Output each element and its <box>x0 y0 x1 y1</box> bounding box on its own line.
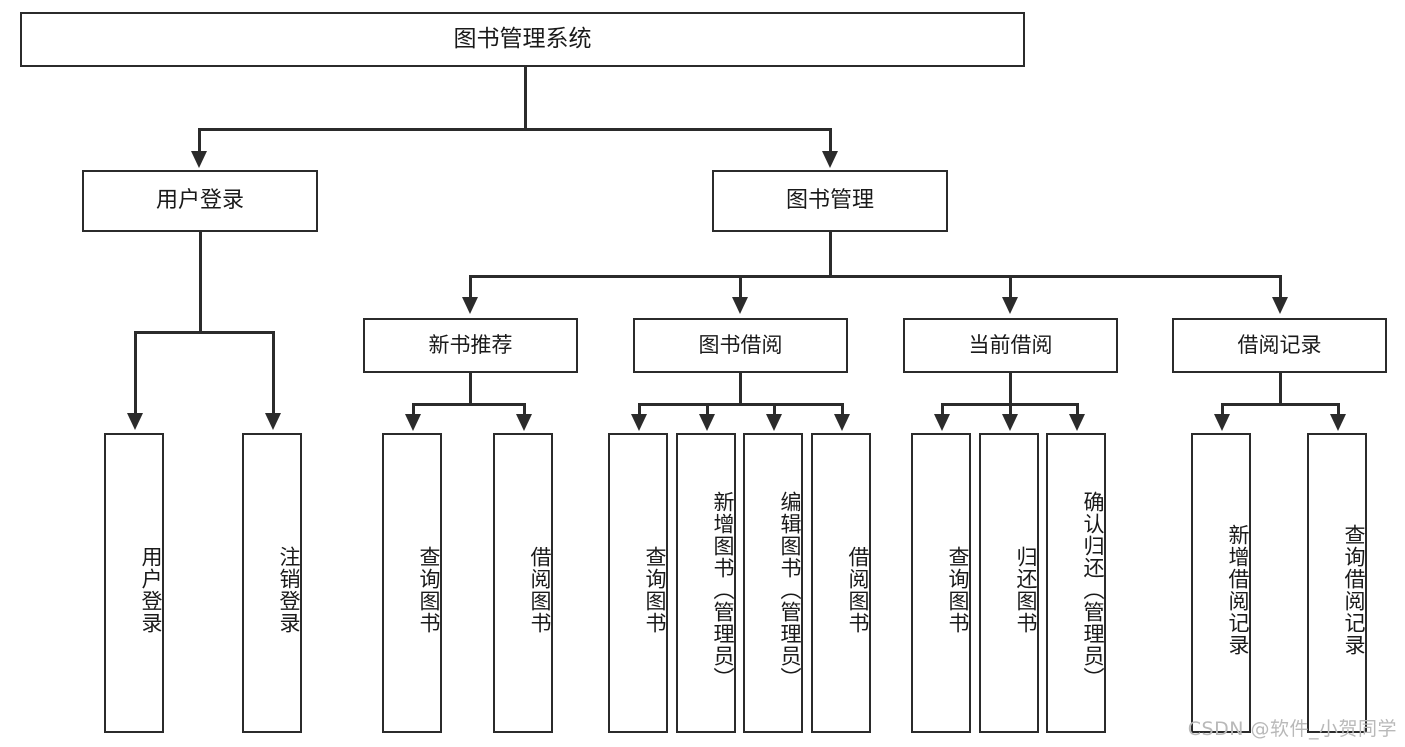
arrow-user-login-to-leaf-1 <box>127 413 143 430</box>
leaf-label: 注销登录 <box>277 546 301 634</box>
connector-bm-to-new-book <box>469 275 472 299</box>
leaf-query-book-1[interactable]: 查询图书 <box>382 433 442 733</box>
leaf-label: 借阅图书 <box>528 546 552 634</box>
connector-user-login-to-leaf-2 <box>272 331 275 415</box>
leaf-label: 归还图书 <box>1014 546 1038 634</box>
connector-bm-to-book-borrow <box>739 275 742 299</box>
node-label: 图书管理系统 <box>453 26 592 53</box>
leaf-borrow-book-2[interactable]: 借阅图书 <box>811 433 871 733</box>
connector-root-to-user-login <box>198 128 201 153</box>
connector-user-login-bus <box>134 331 275 334</box>
leaf-label: 查询借阅记录 <box>1342 524 1366 656</box>
connector-borrow-record-bus <box>1221 403 1339 406</box>
connector-book-borrow-bus <box>638 403 843 406</box>
connector-book-borrow-stem <box>739 373 742 405</box>
leaf-label: 编辑图书（管理员） <box>778 491 802 689</box>
leaf-user-login[interactable]: 用户登录 <box>104 433 164 733</box>
node-book-management[interactable]: 图书管理 <box>712 170 948 232</box>
arrow-br-to-leaf-2 <box>1330 414 1346 431</box>
connector-user-login-stem <box>199 232 202 333</box>
connector-new-book-stem <box>469 373 472 405</box>
connector-br-to-leaf-2 <box>1337 403 1340 416</box>
connector-borrow-record-stem <box>1279 373 1282 405</box>
arrow-bb-to-leaf-2 <box>699 414 715 431</box>
arrow-bb-to-leaf-3 <box>766 414 782 431</box>
connector-root-bus <box>198 128 830 131</box>
arrow-root-to-book-management <box>822 151 838 168</box>
node-label: 图书借阅 <box>698 333 783 358</box>
arrow-bm-to-new-book <box>462 297 478 314</box>
leaf-borrow-book-1[interactable]: 借阅图书 <box>493 433 553 733</box>
arrow-cb-to-leaf-3 <box>1069 414 1085 431</box>
leaf-label: 查询图书 <box>643 546 667 634</box>
arrow-root-to-user-login <box>191 151 207 168</box>
arrow-bb-to-leaf-4 <box>834 414 850 431</box>
arrow-bb-to-leaf-1 <box>631 414 647 431</box>
arrow-bm-to-borrow-record <box>1272 297 1288 314</box>
leaf-add-book[interactable]: 新增图书（管理员） <box>676 433 736 733</box>
connector-bm-to-borrow-record <box>1279 275 1282 299</box>
connector-new-book-to-leaf-2 <box>523 403 526 416</box>
leaf-edit-book[interactable]: 编辑图书（管理员） <box>743 433 803 733</box>
leaf-add-record[interactable]: 新增借阅记录 <box>1191 433 1251 733</box>
leaf-label: 借阅图书 <box>846 546 870 634</box>
arrow-br-to-leaf-1 <box>1214 414 1230 431</box>
connector-bb-to-leaf-2 <box>706 403 709 416</box>
node-label: 图书管理 <box>785 188 874 214</box>
node-label: 新书推荐 <box>428 333 513 358</box>
node-new-book-recommend[interactable]: 新书推荐 <box>363 318 578 373</box>
connector-book-management-bus <box>469 275 1279 278</box>
node-user-login[interactable]: 用户登录 <box>82 170 318 232</box>
leaf-label: 用户登录 <box>139 546 163 634</box>
arrow-new-book-to-leaf-1 <box>405 414 421 431</box>
node-label: 用户登录 <box>155 188 244 214</box>
node-book-borrow[interactable]: 图书借阅 <box>633 318 848 373</box>
leaf-label: 新增借阅记录 <box>1226 524 1250 656</box>
arrow-user-login-to-leaf-2 <box>265 413 281 430</box>
leaf-return-book[interactable]: 归还图书 <box>979 433 1039 733</box>
connector-root-stem <box>524 67 527 130</box>
leaf-logout-login[interactable]: 注销登录 <box>242 433 302 733</box>
connector-bb-to-leaf-4 <box>841 403 844 416</box>
connector-user-login-to-leaf-1 <box>134 331 137 415</box>
connector-cb-to-leaf-3 <box>1076 403 1079 416</box>
leaf-confirm-return[interactable]: 确认归还（管理员） <box>1046 433 1106 733</box>
csdn-watermark: CSDN @软件_小贺同学 <box>1187 718 1397 740</box>
connector-book-management-stem <box>829 232 832 277</box>
connector-bb-to-leaf-3 <box>773 403 776 416</box>
connector-bb-to-leaf-1 <box>638 403 641 416</box>
leaf-label: 新增图书（管理员） <box>711 491 735 689</box>
leaf-label: 确认归还（管理员） <box>1081 491 1105 689</box>
node-root-system[interactable]: 图书管理系统 <box>20 12 1025 67</box>
connector-new-book-to-leaf-1 <box>412 403 415 416</box>
connector-br-to-leaf-1 <box>1221 403 1224 416</box>
connector-bm-to-current-borrow <box>1009 275 1012 299</box>
connector-cb-to-leaf-1 <box>941 403 944 416</box>
leaf-label: 查询图书 <box>417 546 441 634</box>
node-label: 当前借阅 <box>968 333 1053 358</box>
connector-new-book-bus <box>412 403 526 406</box>
connector-current-borrow-stem <box>1009 373 1012 405</box>
leaf-query-record[interactable]: 查询借阅记录 <box>1307 433 1367 733</box>
arrow-bm-to-book-borrow <box>732 297 748 314</box>
node-borrow-record[interactable]: 借阅记录 <box>1172 318 1387 373</box>
arrow-bm-to-current-borrow <box>1002 297 1018 314</box>
leaf-label: 查询图书 <box>946 546 970 634</box>
connector-cb-to-leaf-2 <box>1009 403 1012 416</box>
connector-root-to-book-management <box>829 128 832 153</box>
leaf-query-book-2[interactable]: 查询图书 <box>608 433 668 733</box>
arrow-new-book-to-leaf-2 <box>516 414 532 431</box>
leaf-query-book-3[interactable]: 查询图书 <box>911 433 971 733</box>
node-label: 借阅记录 <box>1237 333 1322 358</box>
arrow-cb-to-leaf-2 <box>1002 414 1018 431</box>
node-current-borrow[interactable]: 当前借阅 <box>903 318 1118 373</box>
arrow-cb-to-leaf-1 <box>934 414 950 431</box>
